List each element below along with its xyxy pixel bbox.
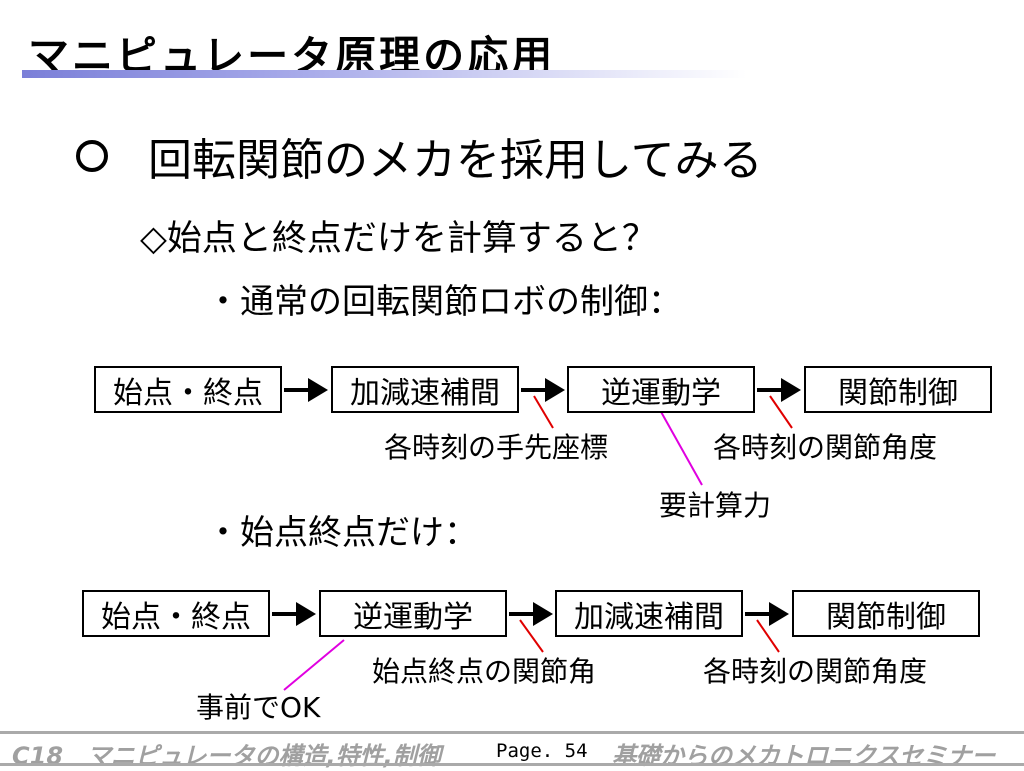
section-normal-heading: ・通常の回転関節ロボの制御： (206, 282, 682, 322)
bullet-level1-text: 回転関節のメカを採用してみる (148, 135, 763, 186)
leader-precompute (283, 639, 345, 691)
label-tip-coords: 各時刻の手先座標 (384, 431, 609, 464)
flow-normal-box-joint-control: 関節制御 (804, 366, 992, 413)
flow-endpoints-box-joint-control: 関節制御 (792, 590, 980, 637)
bullet-level2: ◇始点と終点だけを計算すると？ (140, 219, 657, 259)
leader-joint-angles-endpoints (756, 619, 780, 653)
label-joint-angles-normal: 各時刻の関節角度 (713, 431, 938, 464)
flow-normal-box-interpolation: 加減速補間 (331, 366, 519, 413)
title-underline (22, 70, 747, 78)
flow-normal-box-inverse-kinematics: 逆運動学 (567, 366, 755, 413)
leader-tip-coords (533, 395, 554, 429)
label-endpoint-angles: 始点終点の関節角 (372, 655, 597, 688)
footer-divider-bottom (0, 763, 1024, 766)
leader-compute (659, 409, 703, 486)
label-compute: 要計算力 (659, 489, 772, 522)
label-joint-angles-endpoints: 各時刻の関節角度 (703, 655, 928, 688)
flow-normal-box-start-end: 始点・終点 (94, 366, 282, 413)
footer-page-number: Page. 54 (496, 740, 588, 762)
leader-endpoint-angles (519, 619, 544, 653)
section-endpoints-heading: ・始点終点だけ： (206, 513, 478, 553)
bullet-level1: 回転関節のメカを採用してみる (76, 124, 763, 188)
leader-joint-angles-normal (769, 395, 793, 429)
flow-endpoints-box-start-end: 始点・終点 (82, 590, 270, 637)
flow-endpoints-box-inverse-kinematics: 逆運動学 (319, 590, 507, 637)
circle-bullet-icon (76, 140, 108, 172)
flow-endpoints-box-interpolation: 加減速補間 (555, 590, 743, 637)
footer-divider-top (0, 731, 1024, 734)
label-precompute: 事前でOK (196, 691, 321, 724)
